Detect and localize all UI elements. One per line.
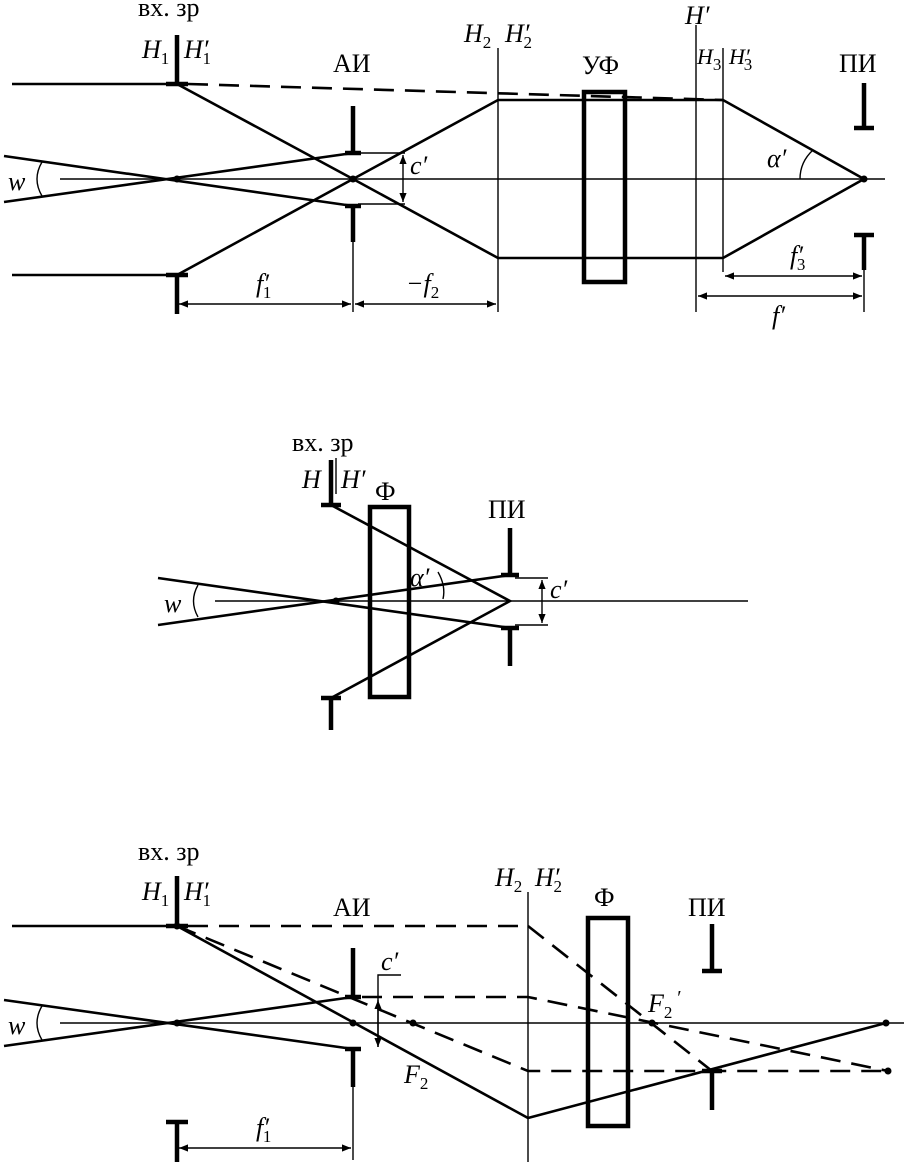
label-c-3: c′ xyxy=(381,947,399,976)
label-h1-prime-3: H′1 xyxy=(183,877,211,910)
label-w-1: w xyxy=(8,167,26,196)
point-center-2 xyxy=(333,598,340,605)
label-entrance-pupil-1: вх. зр xyxy=(138,0,200,22)
label-w-2: w xyxy=(164,589,182,618)
label-receiver-3: ПИ xyxy=(688,893,726,922)
label-entrance-pupil-3: вх. зр xyxy=(138,837,200,866)
point-entrance-3 xyxy=(174,1020,181,1027)
afocal-filter-box xyxy=(584,92,625,282)
label-h2-prime: H′2 xyxy=(504,19,532,52)
label-ai-3: АИ xyxy=(333,893,371,922)
label-receiver-1: ПИ xyxy=(839,49,877,78)
angle-w-arc xyxy=(37,162,42,196)
label-h1-3: H1 xyxy=(141,877,169,910)
point-ray-h1-3 xyxy=(174,923,181,930)
label-afocal-filter: УФ xyxy=(582,51,619,80)
label-h2: H2 xyxy=(463,19,491,52)
label-c-1: c′ xyxy=(410,151,428,180)
label-filter-3: Ф xyxy=(594,883,615,912)
receiver-stop-3 xyxy=(702,924,722,1110)
label-h2-3: H2 xyxy=(494,863,522,896)
point-f2-prime-3 xyxy=(649,1020,656,1027)
entrance-pupil-stop-3 xyxy=(166,876,188,1162)
filter-box-3 xyxy=(588,918,628,1126)
label-h3-prime: H′3 xyxy=(728,44,752,74)
ray-top-dashed xyxy=(188,84,723,100)
point-end-low-3 xyxy=(885,1068,892,1075)
scheme-telecentric-afocal: вх. зр H1 H′1 АИ H2 H′2 УФ H′ H3 H′3 ПИ … xyxy=(4,0,885,330)
point-f2-3 xyxy=(410,1020,417,1027)
label-f3: f′3 xyxy=(790,241,805,274)
point-ai-center xyxy=(350,176,357,183)
angle-w-arc-3 xyxy=(37,1006,42,1040)
label-c-2: c′ xyxy=(550,575,568,604)
label-h2-prime-3: H′2 xyxy=(534,863,562,896)
label-entrance-pupil-2: вх. зр xyxy=(292,428,354,457)
label-filter-2: Ф xyxy=(375,477,396,506)
label-f2-3: F2 xyxy=(403,1060,428,1093)
ray-marginal-3 xyxy=(177,926,886,1118)
ray-dashed-c-3 xyxy=(528,926,712,1071)
field-stop-ai-3 xyxy=(345,948,361,1087)
label-f: f′ xyxy=(772,301,785,330)
angle-w-arc-2 xyxy=(194,585,199,617)
label-alpha-2: α′ xyxy=(410,563,430,592)
point-ai-3 xyxy=(350,1020,357,1027)
label-f2-prime-mark-3: ′ xyxy=(676,987,681,1009)
label-h-2: H xyxy=(301,465,322,494)
ray-marginal-bottom xyxy=(177,100,864,275)
label-h3: H3 xyxy=(696,44,721,74)
label-alpha-1: α′ xyxy=(767,144,787,173)
angle-alpha-arc xyxy=(800,150,813,179)
label-h1: H1 xyxy=(141,35,169,68)
ray-marginal-top xyxy=(177,84,864,258)
label-f2-prime-3: F2H′ xyxy=(647,989,672,1022)
entrance-pupil-stop-2 xyxy=(321,460,341,730)
point-end-axis-3 xyxy=(883,1020,890,1027)
label-h-prime-2: H′ xyxy=(340,465,366,494)
point-receiver-center xyxy=(861,176,868,183)
point-entrance-center xyxy=(174,176,181,183)
label-receiver-2: ПИ xyxy=(488,495,526,524)
label-f1: f′1 xyxy=(256,269,271,302)
field-stop-ai xyxy=(345,106,361,242)
label-h-prime: H′ xyxy=(684,1,710,30)
label-ai-1: АИ xyxy=(333,49,371,78)
scheme-two-component: вх. зр H1 H′1 АИ H2 H′2 Ф ПИ w c′ F2 F2H… xyxy=(4,837,904,1162)
label-f1-3: f′1 xyxy=(256,1113,271,1146)
label-minus-f2: −f2 xyxy=(406,269,439,302)
scheme-simple-filter: вх. зр H H′ Ф ПИ w α′ c′ xyxy=(158,428,748,730)
label-h1-prime: H′1 xyxy=(183,35,211,68)
label-w-3: w xyxy=(8,1011,26,1040)
